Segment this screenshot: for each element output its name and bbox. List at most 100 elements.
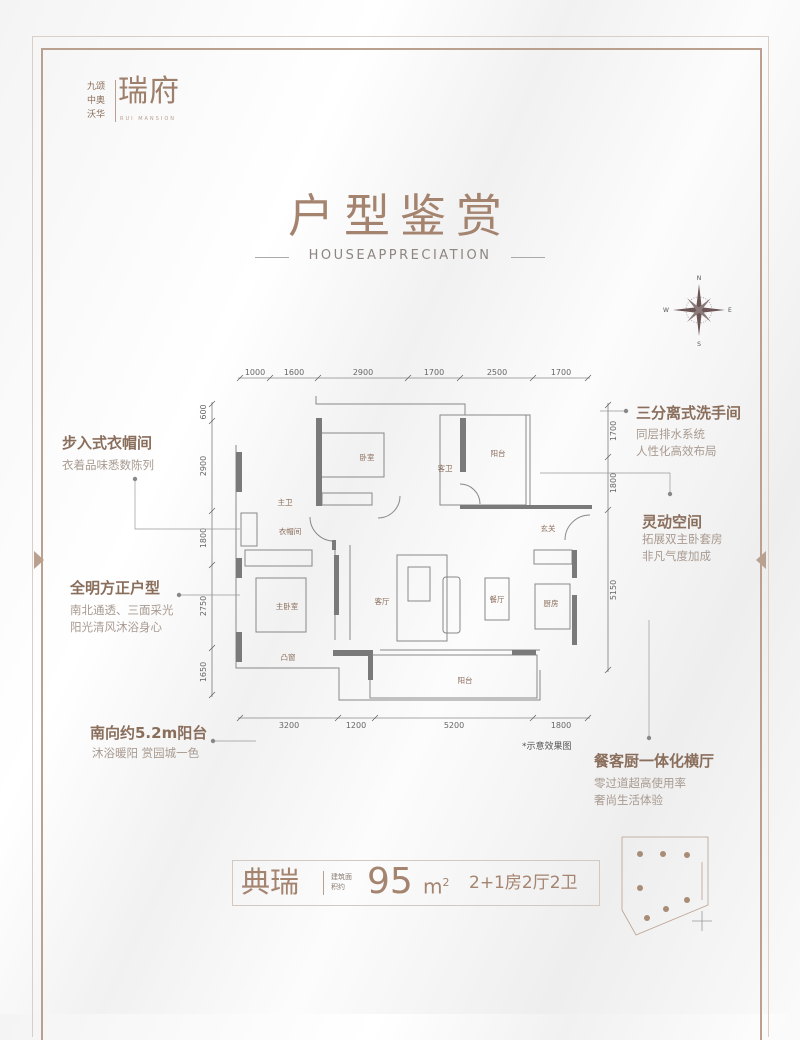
callout-bathroom-text: 同层排水系统人性化高效布局 — [636, 426, 717, 460]
callout-line: 非凡气度加成 — [642, 549, 711, 563]
room-balcony-north: 阳台 — [491, 448, 506, 458]
walls — [236, 418, 592, 680]
callout-layout-title: 全明方正户型 — [70, 579, 161, 597]
area-unit: m2 — [423, 871, 449, 899]
dimension-labels: 1000 1600 2900 1700 2500 1700 3200 1200 … — [199, 368, 618, 730]
dimension-tick — [208, 400, 216, 408]
dim-top: 1000 — [245, 368, 265, 377]
dimension-tick — [604, 506, 612, 514]
dim-top: 2900 — [353, 368, 373, 377]
dimension-tick — [236, 374, 244, 382]
compass-e: E — [728, 307, 732, 314]
room-master-bath: 主卫 — [278, 497, 293, 507]
dimension-tick — [334, 714, 342, 722]
unit-layout: 2+1房2厅2卫 — [469, 873, 578, 893]
outer-frame — [32, 36, 769, 1037]
dim-right: 5150 — [609, 580, 618, 600]
dimension-tick — [604, 401, 612, 409]
unit-name: 典瑞 — [241, 865, 300, 899]
area-label: 建筑面积约 — [331, 873, 352, 891]
site-plan-map — [621, 836, 712, 936]
dim-top: 1700 — [424, 368, 444, 377]
dim-bottom: 3200 — [279, 721, 299, 730]
area-unit-m: m — [423, 874, 443, 899]
room-kitchen: 厨房 — [544, 598, 559, 608]
page-subtitle: HOUSEAPPRECIATION — [308, 248, 492, 263]
dim-top: 2500 — [487, 368, 507, 377]
dimension-tick — [529, 374, 537, 382]
compass-s: S — [697, 341, 701, 348]
callout-balcony-title: 南向约5.2m阳台 — [90, 724, 208, 742]
dim-left: 1800 — [199, 528, 208, 548]
dimension-tick — [266, 374, 274, 382]
dimension-tick — [208, 507, 216, 515]
room-bedroom: 卧室 — [360, 452, 375, 462]
room-bay-window: 凸窗 — [281, 652, 296, 662]
callout-bathroom-title: 三分离式洗手间 — [636, 404, 742, 422]
logo-developers: 九颂 中奥 沃华 — [87, 80, 105, 122]
dimension-tick — [584, 374, 592, 382]
dimension-tick — [371, 714, 379, 722]
callout-line: 衣着品味悉数陈列 — [62, 458, 154, 472]
dimension-tick — [584, 714, 592, 722]
callout-cloakroom-title: 步入式衣帽间 — [62, 434, 153, 452]
dim-left: 600 — [199, 404, 208, 419]
callout-line: 南北通透、三面采光 — [70, 603, 174, 617]
callout-balcony-text: 沐浴暖阳 赏园城一色 — [92, 745, 199, 762]
dimension-tick — [529, 714, 537, 722]
callout-dots — [132, 408, 673, 744]
dim-left: 1650 — [199, 662, 208, 682]
left-arrow-icon — [34, 551, 44, 569]
right-arrow-icon — [756, 551, 766, 569]
dim-bottom: 5200 — [444, 721, 464, 730]
area-unit-sup: 2 — [442, 876, 450, 889]
dim-bottom: 1200 — [346, 721, 366, 730]
unit-area: 95 — [367, 861, 413, 902]
dimension-tick — [604, 453, 612, 461]
callout-line: 同层排水系统 — [636, 427, 705, 441]
room-entrance: 玄关 — [541, 523, 556, 533]
dim-top: 1700 — [551, 368, 571, 377]
unit-info-box: 典瑞 建筑面积约 95 m2 2+1房2厅2卫 — [232, 860, 600, 906]
dimension-tick — [404, 374, 412, 382]
callout-hall-title: 餐客厨一体化横厅 — [594, 752, 715, 770]
dimension-tick — [208, 561, 216, 569]
room-balcony-south: 阳台 — [458, 675, 473, 685]
logo-line: 沃华 — [87, 110, 106, 120]
dimension-tick — [604, 666, 612, 674]
callout-line: 拓展双主卧套房 — [642, 532, 723, 546]
inner-frame — [41, 48, 762, 1040]
callout-layout-text: 南北通透、三面采光阳光清风沐浴身心 — [70, 602, 174, 636]
callout-flexible-title: 灵动空间 — [642, 513, 703, 531]
dimension-tick — [208, 417, 216, 425]
callout-line: 人性化高效布局 — [636, 444, 717, 458]
compass-w: W — [663, 307, 669, 314]
compass-icon: N S E W — [663, 275, 732, 348]
floorplan-drawing: N S E W 1000 1600 2900 1700 2500 1700 32… — [132, 275, 732, 936]
dimension-tick — [208, 691, 216, 699]
dim-bottom: 1800 — [551, 721, 571, 730]
logo-line: 中奥 — [87, 96, 106, 106]
dim-top: 1600 — [284, 368, 304, 377]
dimension-tick — [208, 644, 216, 652]
callout-flexible-text: 拓展双主卧套房非凡气度加成 — [642, 531, 723, 565]
subtitle-line-right — [511, 257, 545, 258]
room-cloakroom: 衣帽间 — [279, 526, 302, 536]
illustration-note: *示意效果图 — [522, 742, 572, 752]
logo-english: RUI MANSION — [120, 116, 176, 122]
dim-left: 2900 — [199, 456, 208, 476]
unit-info-divider — [323, 871, 324, 895]
room-guest-bath: 客卫 — [438, 463, 453, 473]
subtitle-line-left — [255, 257, 289, 258]
dimension-tick — [456, 374, 464, 382]
dimension-tick — [314, 374, 322, 382]
logo-line: 九颂 — [87, 82, 106, 92]
room-dining: 餐厅 — [490, 595, 505, 604]
compass-n: N — [697, 275, 702, 282]
room-labels: 卧室 客卫 阳台 主卫 衣帽间 玄关 主卧室 客厅 餐厅 厨房 凸窗 阳台 — [276, 448, 559, 685]
room-living: 客厅 — [375, 596, 390, 606]
callout-cloakroom-text: 衣着品味悉数陈列 — [62, 457, 154, 474]
dim-right: 1700 — [609, 421, 618, 441]
callout-leaders — [134, 410, 671, 742]
callout-line: 阳光清风沐浴身心 — [70, 620, 162, 634]
